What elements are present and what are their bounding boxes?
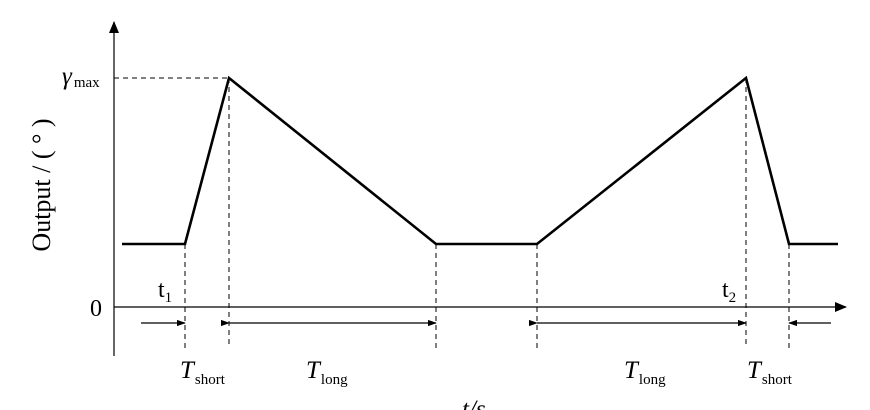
x-axis-label: t/s: [462, 396, 486, 410]
t-short-label-1: Tshort: [180, 357, 226, 388]
t1-label: t1: [158, 277, 172, 306]
zero-label: 0: [90, 296, 102, 322]
y-axis-label: Output / ( ° ): [27, 118, 56, 251]
t-long-label-2: Tlong: [624, 357, 666, 388]
t2-label: t2: [722, 277, 736, 306]
t-long-label-1: Tlong: [306, 357, 348, 388]
t-short-label-2: Tshort: [747, 357, 793, 388]
output-waveform: [122, 75, 838, 246]
